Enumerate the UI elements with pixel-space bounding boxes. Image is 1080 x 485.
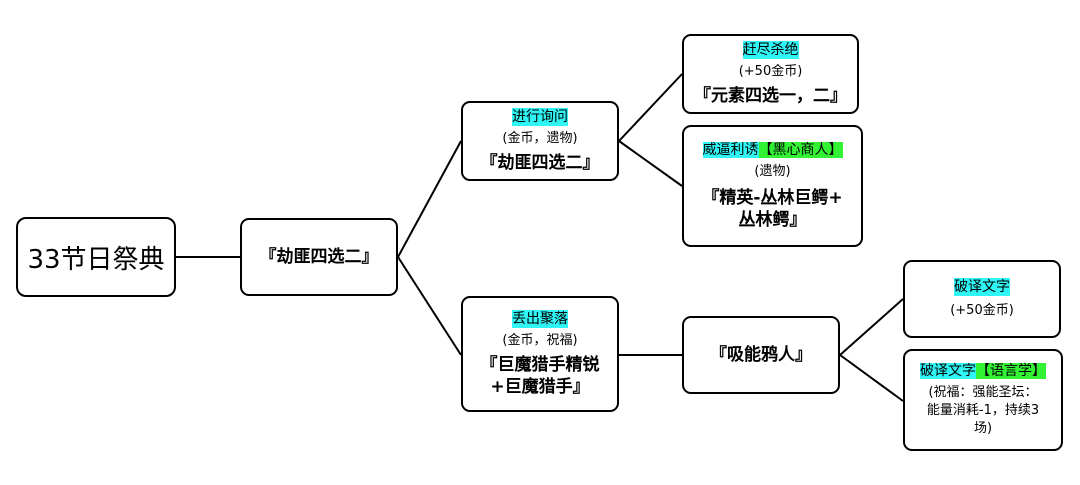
branch-a-option-2-action: 威逼利诱	[702, 142, 759, 158]
branch-a-option-1-stage: 『元素四选一，二』	[694, 86, 847, 106]
branch-a-option-1-node: 赶尽杀绝 (+50金币) 『元素四选一，二』	[682, 34, 859, 114]
branch-a-option-2-requirement-bracket: 【黑心商人】	[758, 142, 843, 158]
branch-b-next-node: 『吸能鸦人』	[682, 316, 840, 394]
branch-b-stage-line1: 『巨魔猎手精锐	[480, 355, 600, 375]
connector-next-option-1	[839, 298, 904, 356]
branch-a-option-1-action: 赶尽杀绝	[742, 41, 799, 59]
root-node: 33节日祭典	[16, 217, 176, 297]
branch-b-option-2-reward-line1: (祝福：强能圣坛：	[928, 385, 1038, 400]
branch-b-reward: (金币，祝福)	[502, 333, 578, 348]
branch-b-next-label: 『吸能鸦人』	[710, 345, 812, 365]
stage1-node: 『劫匪四选二』	[240, 218, 398, 296]
branch-b-option-2-requirement: 【语言学】	[976, 363, 1046, 379]
branch-b-node: 丢出聚落 (金币，祝福) 『巨魔猎手精锐 +巨魔猎手』	[461, 296, 619, 412]
branch-b-option-1-node: 破译文字 (+50金币)	[903, 260, 1061, 338]
connector-branch-a-option-1	[618, 73, 683, 142]
connector-stage1-branch-a	[397, 140, 462, 258]
connector-stage1-branch-b	[397, 256, 462, 356]
branch-b-action: 丢出聚落	[512, 310, 568, 328]
branch-a-action: 进行询问	[512, 108, 568, 126]
branch-a-option-2-node: 威逼利诱【黑心商人】 (遗物) 『精英-丛林巨鳄+ 丛林鳄』	[682, 125, 863, 247]
branch-b-option-1-action: 破译文字	[954, 278, 1010, 296]
branch-a-option-2-action-line: 威逼利诱【黑心商人】	[702, 141, 843, 159]
branch-b-stage-line2: +巨魔猎手』	[490, 377, 590, 397]
branch-b-option-2-action-line: 破译文字【语言学】	[920, 362, 1046, 380]
stage1-label: 『劫匪四选二』	[259, 247, 379, 267]
branch-a-reward: (金币，遗物)	[502, 131, 578, 146]
branch-a-option-2-reward: (遗物)	[754, 164, 791, 179]
branch-a-option-2-stage-line1: 『精英-丛林巨鳄+	[702, 188, 843, 208]
root-label: 33节日祭典	[27, 244, 165, 275]
branch-a-stage: 『劫匪四选二』	[480, 153, 600, 173]
branch-b-option-2-action: 破译文字	[920, 363, 976, 379]
branch-b-option-2-reward-line2: 能量消耗-1，持续3	[926, 403, 1040, 418]
connector-next-option-2	[839, 354, 904, 402]
branch-b-option-2-reward-line3: 场)	[973, 421, 993, 436]
branch-a-option-1-reward: (+50金币)	[738, 64, 803, 79]
branch-a-option-2-stage-line2: 丛林鳄』	[738, 210, 807, 230]
branch-b-option-1-reward: (+50金币)	[950, 303, 1014, 318]
connector-branch-a-option-2	[618, 140, 683, 187]
branch-a-option-2-requirement: 【黑心商人】	[758, 142, 843, 158]
branch-b-option-2-node: 破译文字【语言学】 (祝福：强能圣坛： 能量消耗-1，持续3 场)	[903, 349, 1063, 451]
branch-a-node: 进行询问 (金币，遗物) 『劫匪四选二』	[461, 101, 619, 181]
